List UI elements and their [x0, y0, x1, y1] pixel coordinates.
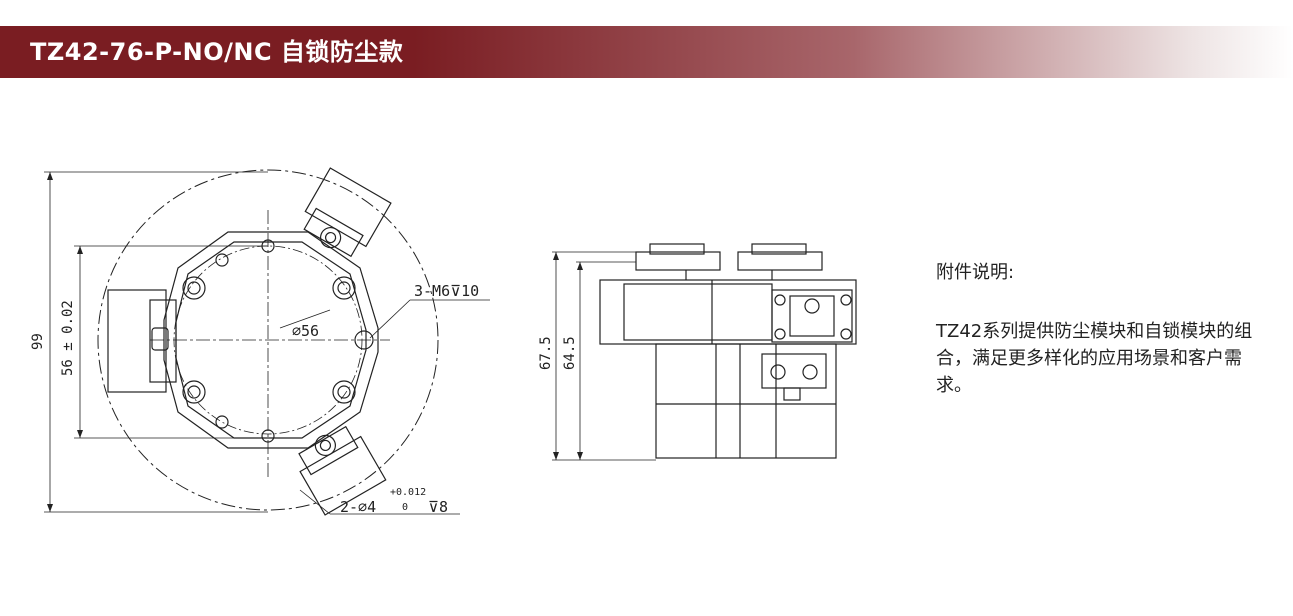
dim-outer-label: 99 [30, 333, 46, 350]
notes-title: 附件说明: [936, 262, 1015, 283]
page-title: TZ42-76-P-NO/NC 自锁防尘款 [30, 38, 404, 66]
title-banner [0, 26, 1293, 78]
dim-pin-tol-lower: 0 [402, 502, 408, 513]
notes-body: TZ42系列提供防尘模块和自锁模块的组合，满足更多样化的应用场景和客户需求。 [936, 321, 1253, 396]
dim-body-label: 64.5 [562, 336, 578, 370]
dim-pin-tol-upper: +0.012 [390, 487, 426, 498]
dim-thread-label: 3-M6⊽10 [414, 282, 479, 300]
dim-pin-depth: ⊽8 [428, 498, 448, 516]
dim-pin-label: 2-⌀4 [340, 498, 376, 516]
dim-circle-label: ⌀56 [292, 322, 319, 340]
dim-total-label: 67.5 [538, 336, 554, 370]
dim-inner-label: 56 ± 0.02 [60, 300, 76, 376]
technical-drawing: 99 56 ± 0.02 ⌀56 3-M6⊽10 2-⌀4 +0.012 0 ⊽… [30, 167, 857, 516]
